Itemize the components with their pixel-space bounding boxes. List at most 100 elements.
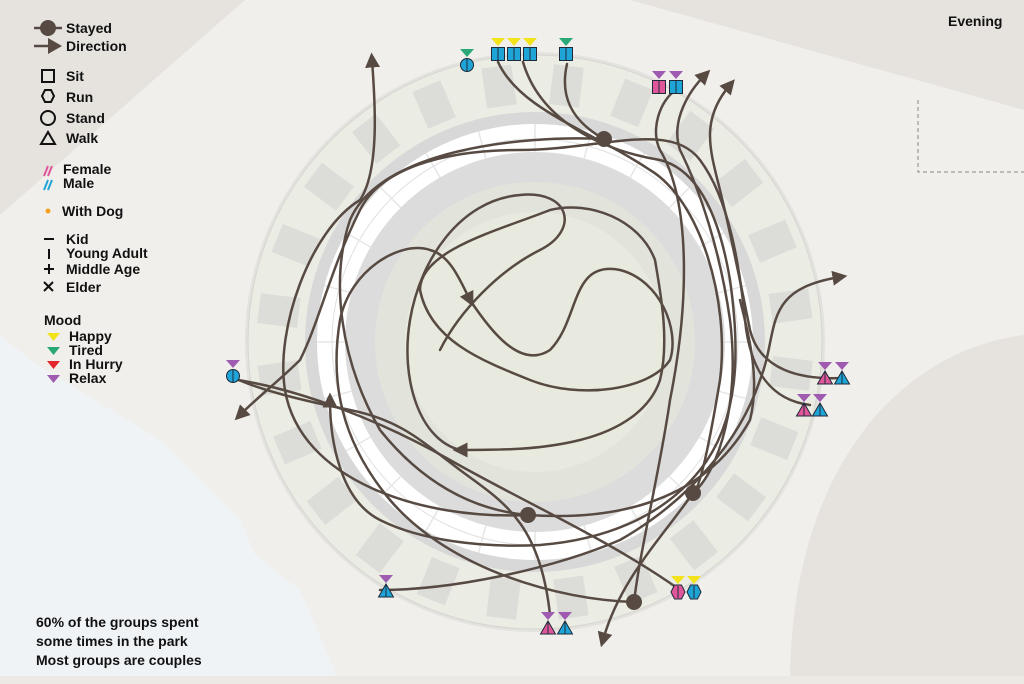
- path-13: [378, 270, 848, 592]
- stayed-dot: [520, 507, 536, 523]
- spoke: [477, 131, 487, 159]
- direction-arrow-icon: [48, 38, 62, 54]
- bench: [610, 78, 654, 127]
- mood-relax-icon: [652, 71, 666, 79]
- cross-icon: [43, 281, 54, 292]
- bench: [412, 80, 456, 129]
- path-5: [676, 69, 734, 495]
- spoke: [583, 525, 593, 553]
- path-9: [418, 206, 666, 458]
- legend-happy-label: Happy: [69, 328, 112, 344]
- path-7: [335, 246, 636, 604]
- mood-happy-icon: [491, 38, 505, 46]
- path-2: [282, 52, 530, 517]
- path-3: [496, 60, 724, 648]
- triangle-icon: [39, 130, 57, 145]
- person-marker: [652, 71, 666, 94]
- bench: [748, 219, 797, 263]
- legend-female-label: Female: [63, 161, 111, 177]
- mood-relax-icon: [558, 612, 572, 620]
- note-line-2: some times in the park: [36, 633, 188, 649]
- person-marker: [559, 38, 573, 61]
- legend-kid-label: Kid: [66, 231, 89, 247]
- legend-run-label: Run: [66, 89, 93, 105]
- legend-stayed: Stayed: [34, 20, 112, 36]
- path-11: [236, 378, 682, 592]
- square-icon: [41, 69, 55, 83]
- bench: [481, 64, 517, 109]
- bench: [271, 223, 320, 267]
- bench: [750, 417, 799, 461]
- stayed-dot: [626, 594, 642, 610]
- spoke: [425, 152, 441, 178]
- people-markers: [226, 38, 851, 635]
- bench: [553, 575, 589, 620]
- note-line-1: 60% of the groups spent: [36, 614, 199, 630]
- mood-happy-icon: [523, 38, 537, 46]
- person-marker: [670, 576, 686, 600]
- mood-relax-icon: [835, 362, 849, 370]
- legend-middle-age-label: Middle Age: [66, 261, 140, 277]
- note-line-3: Most groups are couples: [36, 652, 202, 668]
- mood-tired-icon: [460, 49, 474, 57]
- bench: [669, 520, 718, 571]
- bench: [306, 476, 357, 525]
- spoke: [380, 187, 402, 209]
- legend-with-dog-label: With Dog: [62, 203, 123, 219]
- bench: [273, 421, 322, 465]
- mood-in-hurry-icon: [47, 361, 60, 369]
- water-area: [0, 335, 340, 684]
- bench: [355, 523, 404, 574]
- mood-relax-icon: [47, 375, 60, 383]
- mood-relax-icon: [797, 394, 811, 402]
- path-6: [632, 88, 686, 604]
- path-12: [230, 375, 552, 617]
- person-marker: [460, 49, 474, 72]
- bench: [486, 576, 521, 620]
- person-marker: [539, 612, 557, 635]
- circle-icon: [40, 110, 56, 126]
- person-marker: [833, 362, 851, 385]
- person-marker: [669, 71, 683, 94]
- legend-mood-title: Mood: [44, 312, 81, 328]
- mood-tired-icon: [47, 347, 60, 355]
- legend-direction: Direction: [34, 38, 127, 54]
- bench: [352, 113, 401, 164]
- path-15: [234, 137, 812, 421]
- mood-happy-icon: [671, 576, 685, 584]
- mood-happy-icon: [687, 576, 701, 584]
- legend-young-adult-label: Young Adult: [66, 245, 148, 261]
- spoke: [345, 232, 371, 248]
- stayed-points: [520, 131, 701, 610]
- bench: [416, 557, 460, 606]
- legend-direction-label: Direction: [66, 38, 127, 54]
- bottom-edge: [0, 676, 1024, 684]
- spoke: [477, 525, 487, 553]
- person-marker: [523, 38, 537, 61]
- legend-male-label: Male: [63, 175, 94, 191]
- legend-tired-label: Tired: [69, 342, 103, 358]
- bench: [768, 288, 813, 324]
- person-marker: [556, 612, 574, 635]
- legend-stayed-label: Stayed: [66, 20, 112, 36]
- mood-relax-icon: [818, 362, 832, 370]
- stayed-dot-icon: [40, 20, 56, 36]
- stayed-dot: [596, 131, 612, 147]
- path-8: [418, 267, 674, 392]
- mood-tired-icon: [559, 38, 573, 46]
- legend-sit-label: Sit: [66, 68, 84, 84]
- notes: 60% of the groups spent some times in th…: [36, 614, 202, 668]
- movement-paths: [230, 52, 848, 648]
- bench: [713, 159, 764, 208]
- path-16: [322, 60, 737, 547]
- person-marker: [686, 576, 702, 600]
- mood-relax-icon: [226, 360, 240, 368]
- mood-relax-icon: [813, 394, 827, 402]
- legend-stand-label: Stand: [66, 110, 105, 126]
- bench: [716, 473, 767, 522]
- bench: [549, 64, 584, 108]
- time-of-day-label: Evening: [948, 13, 1002, 29]
- mood-relax-icon: [541, 612, 555, 620]
- mood-happy-icon: [47, 333, 60, 341]
